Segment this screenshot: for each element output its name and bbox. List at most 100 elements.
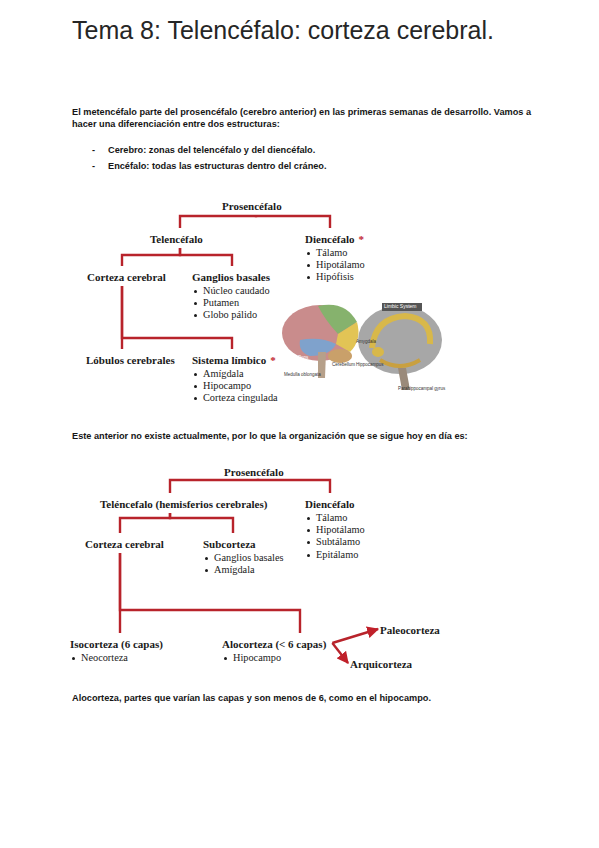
tree-connector	[170, 480, 258, 493]
bullet-dot	[307, 541, 310, 544]
node-heading: Telencéfalo	[150, 233, 203, 245]
node-heading: Arquicorteza	[350, 658, 412, 670]
tree-node: Prosencéfalo	[224, 462, 284, 480]
tree-connector	[120, 553, 300, 633]
bullet-item: Hipotálamo	[305, 259, 365, 271]
node-heading-line: Corteza cerebral	[87, 267, 166, 285]
node-heading: Sistema límbico	[192, 354, 266, 366]
bullet-text: Epitálamo	[316, 549, 358, 560]
tree-connector	[180, 215, 256, 228]
bullet-text: Hipotálamo	[316, 259, 365, 270]
bullet-item: Hipocampo	[222, 652, 326, 664]
tree-node: Corteza cerebral	[85, 534, 164, 552]
bullet-text: Putamen	[203, 297, 239, 308]
bullet-item: Hipocampo	[192, 380, 278, 392]
bullet-text: Hipocampo	[203, 380, 251, 391]
bullet-text: Núcleo caudado	[203, 285, 270, 296]
brain-cerebellum	[328, 349, 352, 363]
list-item: Cerebro: zonas del telencéfalo y del die…	[108, 145, 315, 157]
tree-connector	[121, 286, 123, 349]
bullet-item: Hipófisis	[305, 271, 365, 283]
node-heading-line: Isocorteza (6 capas)	[70, 634, 163, 652]
body-text: Alocorteza, partes que varían las capas …	[72, 693, 552, 705]
bullet-dot	[194, 373, 197, 376]
bullet-dot	[194, 385, 197, 388]
tree-connector	[120, 513, 170, 533]
node-heading: Teléncefalo (hemisferios cerebrales)	[100, 498, 267, 510]
tree-connector	[180, 248, 232, 266]
node-heading: Subcorteza	[203, 538, 256, 550]
node-heading: Isocorteza (6 capas)	[70, 638, 163, 650]
amygdala-shape	[372, 347, 384, 357]
asterisk-mark: *	[358, 233, 364, 245]
node-heading-line: Prosencéfalo	[222, 196, 282, 214]
arrow-connector	[332, 629, 378, 643]
bullet-text: Globo pálido	[203, 309, 257, 320]
node-heading: Alocorteza (< 6 capas)	[222, 638, 326, 650]
list-dash: -	[92, 145, 95, 157]
tree-connector	[258, 480, 330, 493]
bullet-text: Tálamo	[316, 247, 347, 258]
hippocampus-shape	[380, 360, 420, 366]
bullet-dot	[194, 314, 197, 317]
tree-node: Paleocorteza	[380, 620, 440, 638]
brain-illustration	[282, 305, 358, 378]
tree-connector	[170, 513, 233, 533]
node-heading-line: Subcorteza	[203, 534, 284, 552]
bullet-item: Amígdala	[192, 368, 278, 380]
tree-node: Teléncefalo (hemisferios cerebrales)	[100, 494, 267, 512]
list-item: Encéfalo: todas las estructuras dentro d…	[108, 161, 327, 173]
bullet-text: Neocorteza	[81, 652, 128, 663]
bullet-item: Epitálamo	[305, 549, 365, 561]
bullet-dot	[307, 554, 310, 557]
bullet-text: Subtálamo	[316, 536, 360, 547]
bullet-text: Hipotálamo	[316, 524, 365, 535]
node-heading-line: Alocorteza (< 6 capas)	[222, 634, 326, 652]
node-heading-line: Telencéfalo	[150, 229, 203, 247]
bullet-dot	[194, 302, 197, 305]
bullet-item: Ganglios basales	[203, 552, 284, 564]
node-heading: Lóbulos cerebrales	[86, 354, 175, 366]
bullet-text: Ganglios basales	[214, 552, 284, 563]
node-heading-line: Paleocorteza	[380, 620, 440, 638]
list-dash: -	[92, 161, 95, 173]
node-heading-line: Teléncefalo (hemisferios cerebrales)	[100, 494, 267, 512]
bullet-item: Neocorteza	[70, 652, 163, 664]
bullet-item: Amígdala	[203, 564, 284, 576]
brain-occipital	[336, 322, 358, 352]
bullet-dot	[307, 252, 310, 255]
tree-connector	[256, 215, 330, 228]
figure-label: Parahippocampal gyrus	[398, 386, 445, 392]
bullet-dot	[307, 276, 310, 279]
figure-label: Amygdala	[356, 339, 376, 345]
figure-label: Medulla oblongata	[284, 372, 321, 378]
asterisk-mark: *	[270, 354, 276, 366]
figure-label: Pons	[298, 355, 308, 361]
bullet-item: Corteza cingulada	[192, 392, 278, 404]
bullet-dot	[307, 264, 310, 267]
bullet-item: Tálamo	[305, 512, 365, 524]
node-heading: Diencéfalo	[305, 498, 354, 510]
label-box	[382, 303, 422, 311]
limbic-illustration	[358, 303, 442, 390]
bullet-item: Putamen	[192, 297, 270, 309]
tree-node: Arquicorteza	[350, 654, 412, 672]
node-heading-line: Diencéfalo*	[305, 229, 365, 247]
node-heading-line: Sistema límbico *	[192, 350, 278, 368]
node-heading: Prosencéfalo	[222, 200, 282, 212]
bullet-item: Tálamo	[305, 247, 365, 259]
node-heading-line: Lóbulos cerebrales	[86, 350, 175, 368]
bullet-text: Hipocampo	[233, 652, 281, 663]
figure-label: Limbic System	[384, 303, 417, 310]
tree-node: Sistema límbico * AmígdalaHipocampoCorteza…	[192, 350, 278, 405]
node-heading: Ganglios basales	[192, 271, 270, 283]
tree-node: Alocorteza (< 6 capas) Hipocampo	[222, 634, 326, 664]
bullet-dot	[194, 290, 197, 293]
node-heading-line: Ganglios basales	[192, 267, 270, 285]
bullet-text: Corteza cingulada	[203, 392, 278, 403]
limbic-arc	[372, 316, 430, 348]
node-heading: Corteza cerebral	[87, 271, 166, 283]
bullet-item: Núcleo caudado	[192, 285, 270, 297]
bullet-text: Hipófisis	[316, 271, 354, 282]
